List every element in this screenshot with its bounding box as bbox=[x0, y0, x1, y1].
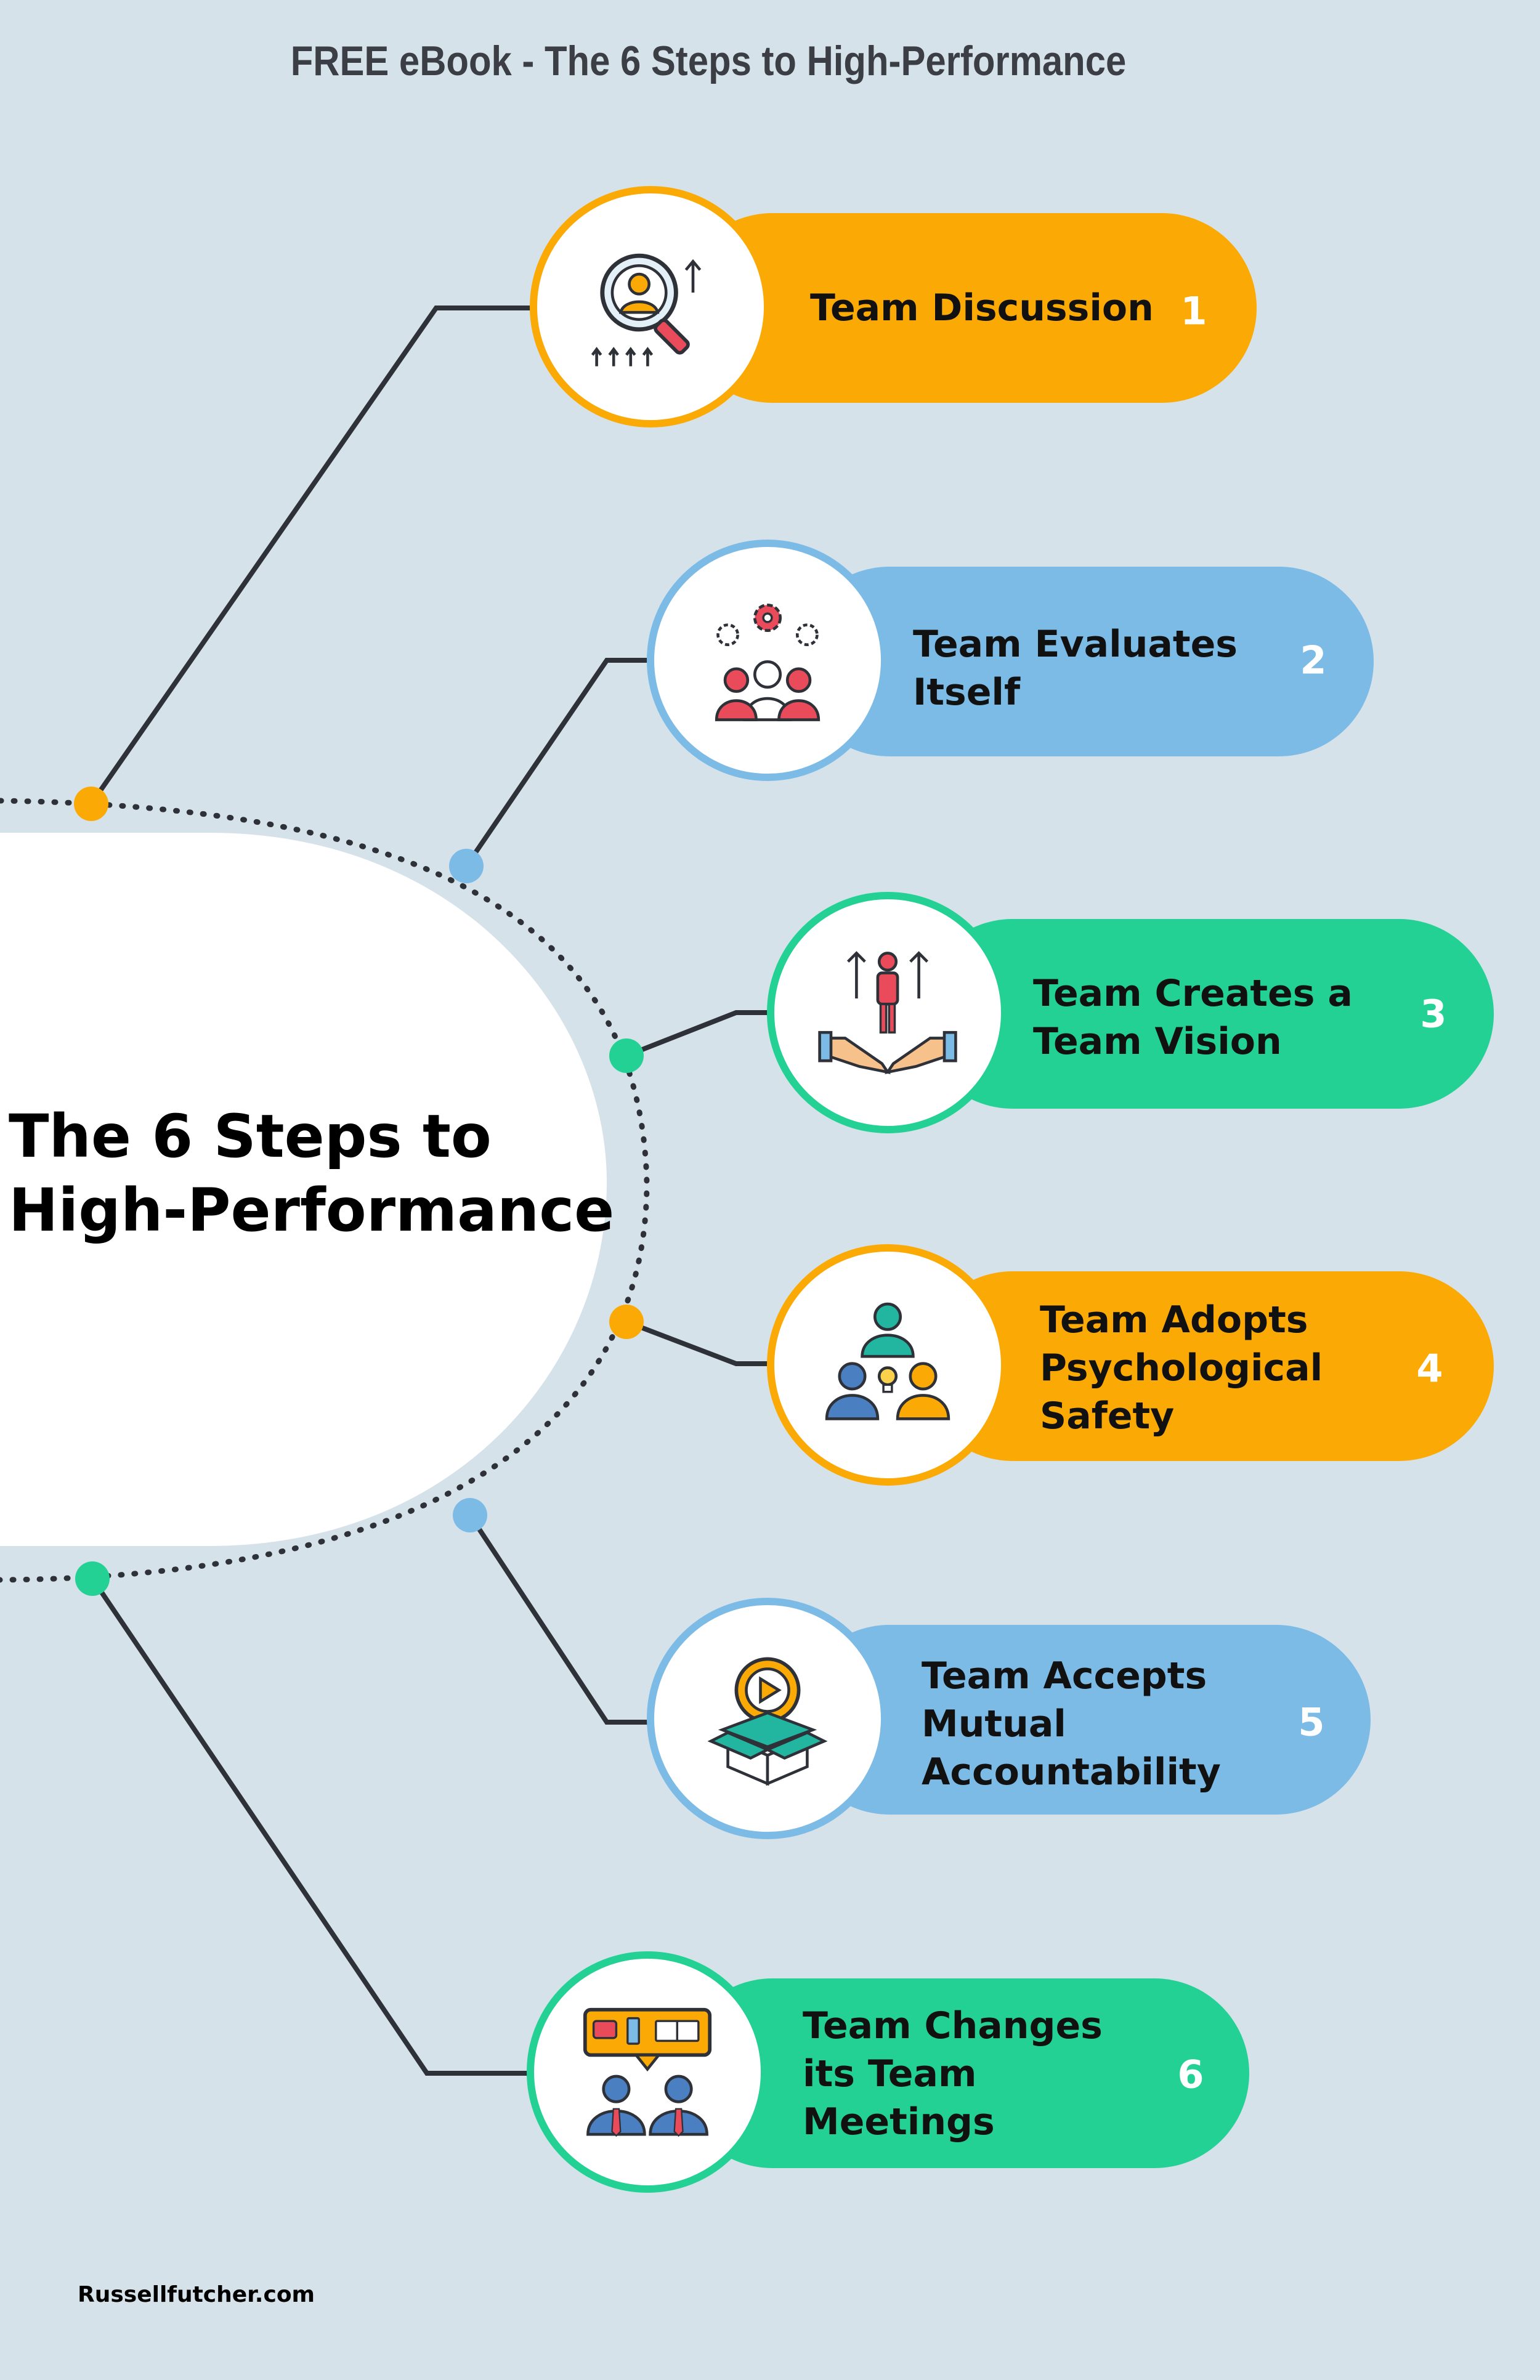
step-icon-circle-2 bbox=[647, 540, 888, 781]
step-pill-3 bbox=[918, 919, 1494, 1109]
step-label-6: Team Changes its Team Meetings bbox=[803, 2004, 1103, 2143]
step-pill-2 bbox=[795, 567, 1374, 756]
page-title: FREE eBook - The 6 Steps to High-Perform… bbox=[290, 38, 1127, 84]
step-number-1: 1 bbox=[1180, 288, 1207, 334]
step-icon-circle-4 bbox=[767, 1244, 1008, 1486]
step-label-1: Team Discussion bbox=[810, 286, 1154, 330]
step-label-5: Team Accepts Mutual Accountability bbox=[922, 1654, 1221, 1794]
step-number-2: 2 bbox=[1300, 638, 1327, 683]
step-number-5: 5 bbox=[1298, 1699, 1325, 1745]
step-icon-circle-3 bbox=[767, 892, 1008, 1133]
connector-3 bbox=[625, 1010, 776, 1058]
connector-dot-1 bbox=[74, 787, 108, 821]
step-pill-1 bbox=[678, 213, 1257, 403]
connector-2 bbox=[464, 658, 653, 868]
connector-5 bbox=[468, 1513, 653, 1725]
step-label-2: Team Evaluates Itself bbox=[913, 623, 1238, 714]
step-pill-4 bbox=[918, 1271, 1494, 1461]
connector-6 bbox=[90, 1577, 536, 2076]
connector-dot-5 bbox=[453, 1498, 487, 1532]
video-box-icon bbox=[707, 1657, 828, 1786]
center-title: The 6 Steps to High-Performance bbox=[9, 1102, 615, 1245]
connector-dot-2 bbox=[449, 849, 484, 883]
magnifier-person-icon bbox=[591, 253, 702, 366]
step-icon-circle-1 bbox=[530, 186, 771, 427]
connector-4 bbox=[625, 1319, 776, 1366]
step-number-3: 3 bbox=[1420, 991, 1447, 1037]
connector-dot-4 bbox=[609, 1305, 644, 1339]
connector-dot-3 bbox=[609, 1038, 644, 1073]
center-shape bbox=[0, 833, 607, 1546]
team-gears-icon bbox=[715, 604, 821, 721]
meeting-chat-icon bbox=[583, 2007, 712, 2137]
footer-credit: Russellfutcher.com bbox=[78, 2282, 315, 2307]
connector-dot-6 bbox=[75, 1561, 110, 1596]
step-pill-5 bbox=[795, 1625, 1371, 1815]
step-label-4: Team Adopts Psychological Safety bbox=[1040, 1298, 1323, 1438]
step-icon-circle-6 bbox=[527, 1951, 768, 2193]
connector-1 bbox=[89, 306, 536, 806]
step-number-6: 6 bbox=[1177, 2052, 1204, 2097]
step-icon-circle-5 bbox=[647, 1598, 888, 1839]
step-pill-6 bbox=[678, 1978, 1249, 2168]
hands-person-icon bbox=[818, 951, 957, 1074]
dotted-arc bbox=[0, 798, 650, 1583]
step-label-3: Team Creates a Team Vision bbox=[1033, 972, 1353, 1063]
step-number-4: 4 bbox=[1416, 1346, 1443, 1391]
team-idea-icon bbox=[825, 1302, 950, 1420]
